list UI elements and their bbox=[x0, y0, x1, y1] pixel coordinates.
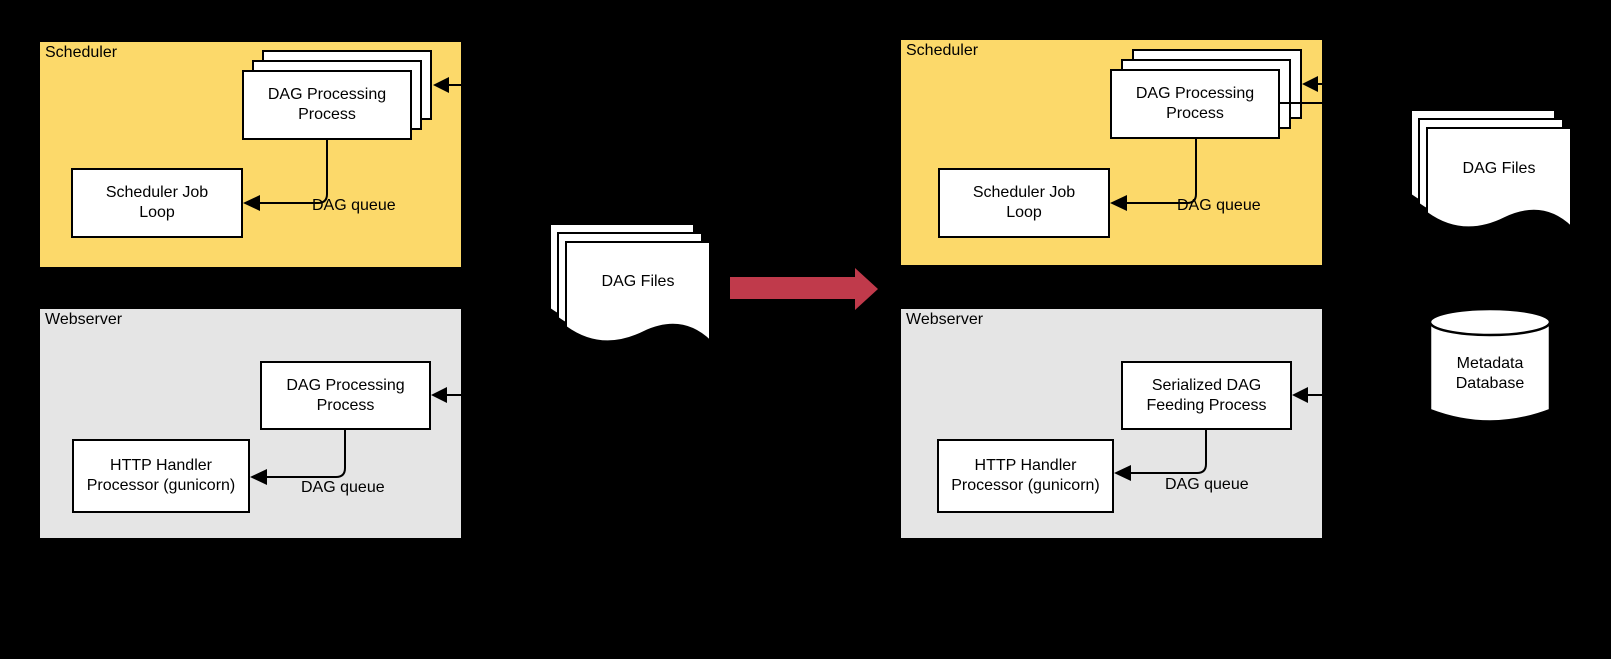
transition-dag-files-label: DAG Files bbox=[601, 273, 675, 290]
after-serialized-dag-feeding-label: Serialized DAG Feeding Process bbox=[1146, 376, 1267, 414]
after-webserver-dag-queue-label: DAG queue bbox=[1165, 476, 1249, 493]
before-scheduler-title: Scheduler bbox=[45, 44, 118, 61]
before-http-handler-box: HTTP Handler Processor (gunicorn) bbox=[72, 439, 250, 513]
after-scheduler-job-loop-label: Scheduler Job Loop bbox=[972, 184, 1076, 221]
before-scheduler-job-loop-label: Scheduler Job Loop bbox=[105, 184, 209, 221]
dag-files-icon bbox=[1410, 109, 1572, 230]
after-http-handler-label: HTTP Handler Processor (gunicorn) bbox=[951, 457, 1100, 494]
transition-arrow-icon bbox=[730, 268, 878, 310]
before-scheduler-dag-queue-label: DAG queue bbox=[312, 197, 396, 214]
before-webserver-dag-queue-label: DAG queue bbox=[301, 479, 385, 496]
after-http-handler-box: HTTP Handler Processor (gunicorn) bbox=[937, 439, 1114, 513]
metadata-database-icon bbox=[1428, 307, 1552, 423]
metadata-database-label: Metadata Database bbox=[1455, 355, 1525, 392]
before-http-handler-label: HTTP Handler Processor (gunicorn) bbox=[86, 457, 236, 494]
before-dag-processing-process-label: DAG Processing Process bbox=[267, 86, 387, 123]
after-scheduler-job-loop-box: Scheduler Job Loop bbox=[938, 168, 1110, 238]
before-webserver-dag-processing-label: DAG Processing Process bbox=[286, 376, 405, 414]
after-scheduler-dag-queue-label: DAG queue bbox=[1177, 197, 1261, 214]
before-scheduler-job-loop-box: Scheduler Job Loop bbox=[71, 168, 243, 238]
after-dag-processing-process-box: DAG Processing Process bbox=[1110, 69, 1280, 139]
after-dag-processing-process-label: DAG Processing Process bbox=[1135, 85, 1255, 122]
before-dag-processing-process-box: DAG Processing Process bbox=[242, 70, 412, 140]
before-webserver-title: Webserver bbox=[45, 311, 123, 328]
after-dag-files-label: DAG Files bbox=[1462, 160, 1536, 177]
after-serialized-dag-feeding-box: Serialized DAG Feeding Process bbox=[1121, 361, 1292, 430]
dag-files-icon bbox=[549, 223, 711, 344]
after-webserver-title: Webserver bbox=[906, 311, 984, 328]
before-webserver-dag-processing-box: DAG Processing Process bbox=[260, 361, 431, 430]
after-scheduler-title: Scheduler bbox=[906, 42, 979, 59]
